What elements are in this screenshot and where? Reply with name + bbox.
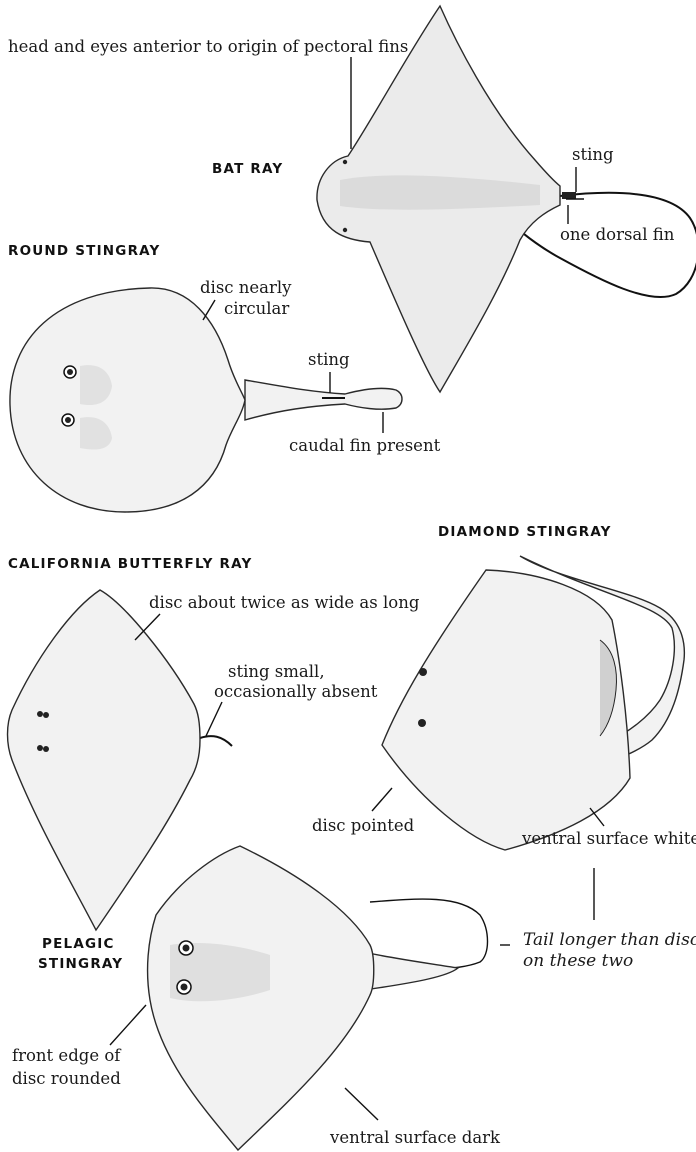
butterfly-ray-sting-label-1: sting small,	[228, 662, 325, 681]
pelagic-stingray-front-label-2: disc rounded	[12, 1069, 121, 1088]
round-stingray-name: ROUND STINGRAY	[8, 243, 161, 259]
butterfly-ray-sting-label-2: occasionally absent	[214, 682, 378, 701]
pelagic-stingray-tail-base	[364, 952, 458, 990]
butterfly-ray-body	[8, 590, 201, 930]
pelagic-stingray-name-2: STINGRAY	[38, 956, 123, 972]
butterfly-ray-disc-label: disc about twice as wide as long	[149, 593, 420, 612]
diamond-stingray-eye-lower	[418, 719, 426, 727]
pelagic-stingray-figure	[148, 846, 488, 1150]
round-stingray-sting-label: sting	[308, 350, 350, 369]
round-stingray-disc-label-2: circular	[224, 299, 289, 318]
diamond-stingray-ventral-label: ventral surface white	[521, 829, 696, 848]
diamond-stingray-disc-label: disc pointed	[312, 816, 415, 835]
diamond-stingray-disc-leader	[372, 788, 392, 811]
butterfly-ray-sting-leader	[206, 702, 222, 736]
diamond-stingray-eye-upper	[419, 668, 427, 676]
butterfly-ray-eye-upper	[37, 711, 43, 717]
round-stingray-tail	[245, 380, 402, 420]
round-stingray-body	[10, 288, 245, 512]
round-stingray-figure	[10, 288, 402, 512]
pelagic-stingray-ventral-leader	[345, 1088, 378, 1120]
bat-ray-head-label: head and eyes anterior to origin of pect…	[8, 37, 408, 56]
shared-note-line-2: on these two	[523, 951, 633, 971]
round-stingray-disc-label-1: disc nearly	[200, 278, 292, 297]
pelagic-stingray-front-label-1: front edge of	[12, 1046, 122, 1065]
diamond-stingray-figure	[382, 556, 684, 850]
pelagic-stingray-ventral-label: ventral surface dark	[329, 1128, 501, 1147]
bat-ray-dorsal-fin	[562, 192, 576, 199]
diamond-stingray-name: DIAMOND STINGRAY	[438, 524, 612, 540]
butterfly-ray-name: CALIFORNIA BUTTERFLY RAY	[8, 556, 252, 572]
bat-ray-dorsal-label: one dorsal fin	[560, 225, 675, 244]
butterfly-ray-eye-lower	[37, 745, 43, 751]
round-stingray-disc-leader	[203, 300, 215, 320]
butterfly-ray-tail	[200, 736, 232, 746]
bat-ray-name: BAT RAY	[212, 161, 283, 177]
bat-ray-figure	[317, 6, 696, 392]
round-stingray-caudal-label: caudal fin present	[289, 436, 441, 455]
pelagic-stingray-name-1: PELAGIC	[42, 936, 115, 952]
diamond-stingray-body	[382, 570, 630, 850]
shared-note-line-1: Tail longer than disc	[523, 930, 696, 950]
pelagic-stingray-front-leader	[110, 1005, 146, 1045]
bat-ray-sting-label: sting	[572, 145, 614, 164]
